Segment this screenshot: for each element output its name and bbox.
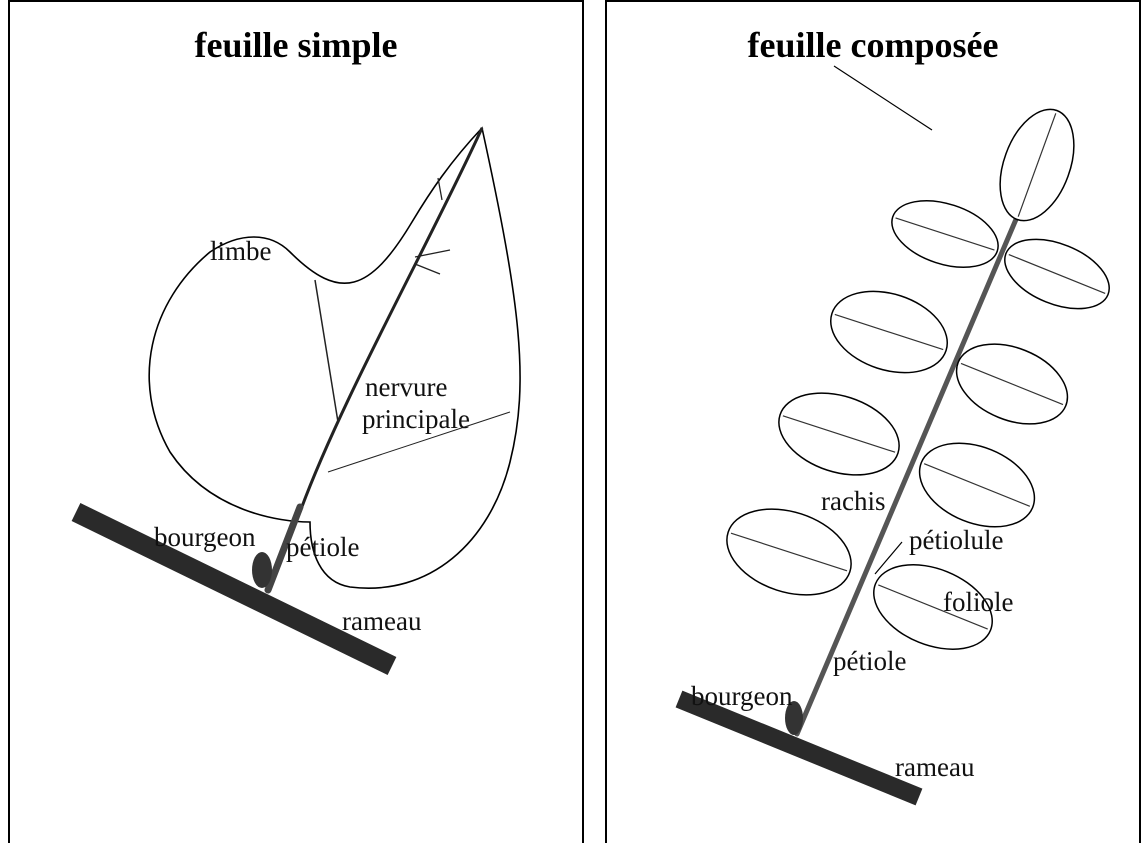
simple-leaf-panel: feuille simple limbe nervure principale …: [8, 0, 584, 843]
bud: [252, 552, 272, 588]
leaf-blade-outline: [148, 126, 521, 589]
leaflet: [873, 564, 993, 650]
label-rachis: rachis: [821, 486, 886, 516]
label-petiole: pétiole: [286, 532, 360, 562]
branch: [71, 503, 397, 675]
compound-leaf-drawing: [675, 65, 1110, 806]
bud: [785, 701, 803, 735]
pointer-line: [833, 65, 933, 131]
simple-leaf-drawing: [71, 126, 521, 675]
side-vein: [327, 411, 511, 473]
label-foliole: foliole: [943, 587, 1014, 617]
side-vein: [437, 177, 443, 201]
label-petiole: pétiole: [833, 646, 907, 676]
side-vein: [414, 249, 451, 258]
pointer-line: [874, 541, 903, 575]
leaflet: [726, 508, 852, 596]
leaflet: [918, 442, 1036, 528]
petiole: [264, 503, 304, 594]
leaflet: [1004, 238, 1110, 310]
label-principale: principale: [362, 404, 470, 434]
branch: [675, 690, 923, 806]
leaflet: [829, 290, 949, 374]
label-rameau: rameau: [342, 606, 422, 636]
label-limbe: limbe: [210, 236, 272, 266]
compound-leaf-panel: feuille composée rachis pétiolule foliol…: [605, 0, 1141, 843]
label-nervure: nervure: [365, 372, 448, 402]
side-vein: [314, 279, 339, 423]
leaflet: [891, 200, 999, 268]
leaflet: [778, 392, 900, 476]
simple-leaf-title: feuille simple: [194, 25, 398, 65]
label-rameau: rameau: [895, 752, 975, 782]
side-vein: [414, 263, 441, 275]
leaflet: [955, 343, 1069, 425]
compound-leaf-title: feuille composée: [747, 25, 999, 65]
label-bourgeon: bourgeon: [154, 522, 256, 552]
midrib: [298, 127, 484, 513]
label-petiolule: pétiolule: [909, 525, 1004, 555]
rachis: [794, 214, 1020, 737]
leaflet: [999, 108, 1075, 222]
label-bourgeon: bourgeon: [691, 681, 793, 711]
